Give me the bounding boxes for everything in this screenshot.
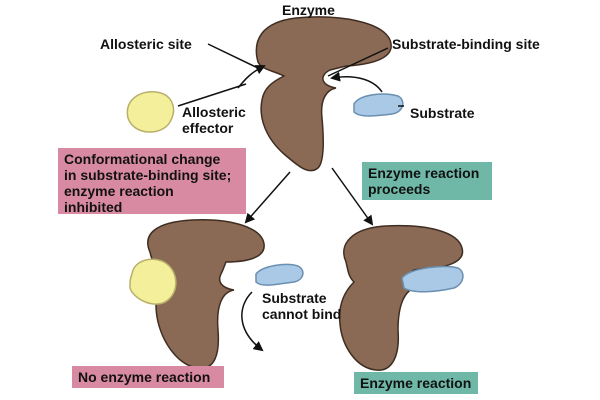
substrate-blob: [353, 93, 404, 117]
unbound-substrate-blob: [255, 263, 304, 286]
bound-effector-blob: [129, 258, 177, 305]
bound-substrate-blob: [401, 265, 464, 293]
allosteric-site-leader: [207, 43, 263, 71]
substrate-to-site-arrow: [330, 71, 383, 93]
enzyme-active: [338, 224, 464, 371]
substrate-deflected-arrow: [241, 291, 264, 352]
reaction-box: Enzyme reaction: [354, 372, 478, 394]
substrate-binding-site-label: Substrate-binding site: [392, 36, 540, 52]
enzyme-top: [255, 16, 392, 172]
effector-leader: [177, 83, 247, 107]
proceeds-box: Enzyme reaction proceeds: [362, 162, 492, 200]
arrow-to-active: [331, 167, 374, 226]
arrow-to-inhibited: [244, 171, 291, 224]
effector-to-site-arrow: [237, 65, 266, 89]
substrate-cannot-bind-label: Substrate cannot bind: [262, 290, 342, 322]
allosteric-effector-label: Allosteric effector: [182, 104, 246, 136]
no-reaction-box: No enzyme reaction: [72, 366, 224, 388]
enzyme-label: Enzyme: [282, 2, 335, 18]
substrate-site-leader: [327, 47, 389, 77]
inhibited-box: Conformational change in substrate-bindi…: [58, 148, 246, 215]
allosteric-site-label: Allosteric site: [100, 36, 192, 52]
allosteric-effector-blob: [126, 91, 175, 133]
substrate-label: Substrate: [410, 105, 475, 121]
